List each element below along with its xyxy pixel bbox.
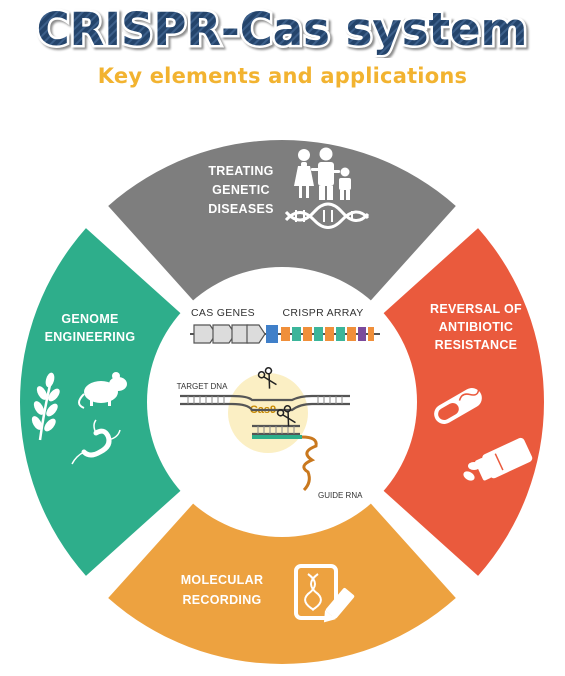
bacterium-icon <box>71 419 121 465</box>
pill-bottle-icon <box>475 437 533 481</box>
cas-genes-track <box>190 324 380 344</box>
family-icon <box>294 147 351 200</box>
left-label-line-2: ENGINEERING <box>45 330 136 344</box>
title-banner: CRISPR-Cas system <box>0 0 565 59</box>
capsule-icon <box>434 388 482 424</box>
crispr-spacer <box>314 327 323 341</box>
clipboard-dna-icon <box>294 564 355 623</box>
crispr-spacer <box>292 327 301 341</box>
crispr-array-track <box>281 327 374 341</box>
crispr-repeat <box>281 327 290 341</box>
right-label-line-3: RESISTANCE <box>435 338 518 352</box>
cas-genes-label: CAS GENES <box>191 307 255 319</box>
segment-treating-genetic-diseases <box>108 139 456 306</box>
bottom-label-line-2: RECORDING <box>182 593 261 607</box>
crispr-repeat <box>325 327 334 341</box>
crispr-spacer <box>336 327 345 341</box>
page-title: CRISPR-Cas system <box>37 3 528 56</box>
top-label-line-1: TREATING <box>208 164 273 178</box>
dna-base-pairs <box>187 396 343 434</box>
pills-icon <box>463 462 480 481</box>
bottom-label-line-1: MOLECULAR <box>181 573 264 587</box>
crispr-repeat <box>303 327 312 341</box>
crispr-spacer-end <box>358 327 366 341</box>
top-label-line-2: GENETIC <box>212 183 270 197</box>
segment-molecular-recording <box>108 498 456 665</box>
crispr-array-label: CRISPR ARRAY <box>282 307 363 319</box>
leader-sequence <box>266 325 278 343</box>
scissors-icon <box>257 367 277 389</box>
crispr-repeat <box>368 327 374 341</box>
title-svg: CRISPR-Cas system <box>34 1 530 59</box>
cas-gene-arrow-4 <box>246 324 266 344</box>
page-subtitle: Key elements and applications <box>97 64 468 88</box>
crispr-repeat <box>347 327 356 341</box>
guide-rna-strand <box>301 435 318 492</box>
guide-rna-label: GUIDE RNA <box>318 491 363 500</box>
guide-rna-spacer <box>252 435 302 439</box>
right-label-line-1: REVERSAL OF <box>430 302 522 316</box>
wheat-icon <box>31 372 60 441</box>
right-label-line-2: ANTIBIOTIC <box>439 320 514 334</box>
scissors-icon <box>276 405 296 427</box>
top-label-line-3: DISEASES <box>208 202 274 216</box>
mouse-icon <box>78 372 127 409</box>
target-dna-label: TARGET DNA <box>177 382 228 391</box>
left-label-line-1: GENOME <box>61 312 118 326</box>
dna-icon <box>284 202 370 229</box>
